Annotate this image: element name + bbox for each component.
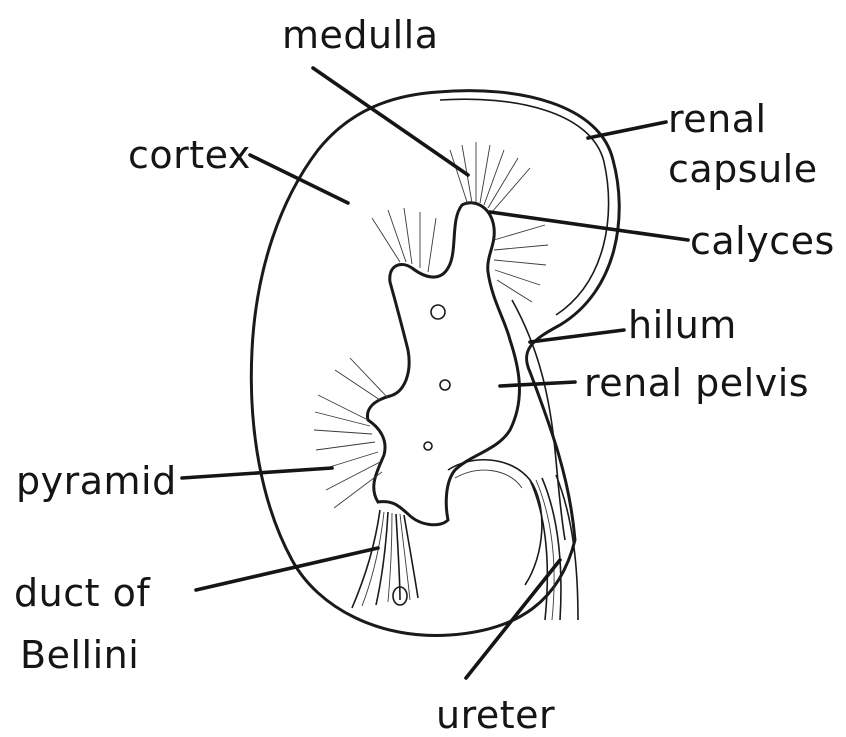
duct-of-bellini-label-line1: duct of xyxy=(14,571,151,615)
pyramid-label: pyramid xyxy=(16,459,177,503)
pyramid-rays-lower xyxy=(314,358,388,508)
pyramid-leader xyxy=(182,468,332,478)
calyces-leader xyxy=(490,212,688,240)
renal-capsule-label-line1: renal xyxy=(668,97,767,141)
medulla-label: medulla xyxy=(282,13,439,57)
duct-of-bellini-leader xyxy=(196,548,378,590)
renal-pelvis-label: renal pelvis xyxy=(584,361,809,405)
renal-pelvis-leader xyxy=(500,382,575,386)
hilum-label: hilum xyxy=(628,303,737,347)
duct-of-bellini-label-line2: Bellini xyxy=(20,633,139,677)
renal-capsule-label-line2: capsule xyxy=(668,147,818,191)
cortex-label: cortex xyxy=(128,133,251,177)
ureter-tube xyxy=(530,475,578,620)
medulla-leader xyxy=(313,68,468,175)
ducts-of-bellini xyxy=(352,510,418,608)
renal-capsule-leader xyxy=(588,122,666,138)
kidney-drawing xyxy=(251,91,619,636)
cortex-leader xyxy=(250,155,348,203)
lower-calyx-cup xyxy=(448,460,542,585)
lower-calyx-inner xyxy=(455,470,522,488)
calyces-label: calyces xyxy=(690,219,835,263)
ureter-label: ureter xyxy=(436,693,555,737)
